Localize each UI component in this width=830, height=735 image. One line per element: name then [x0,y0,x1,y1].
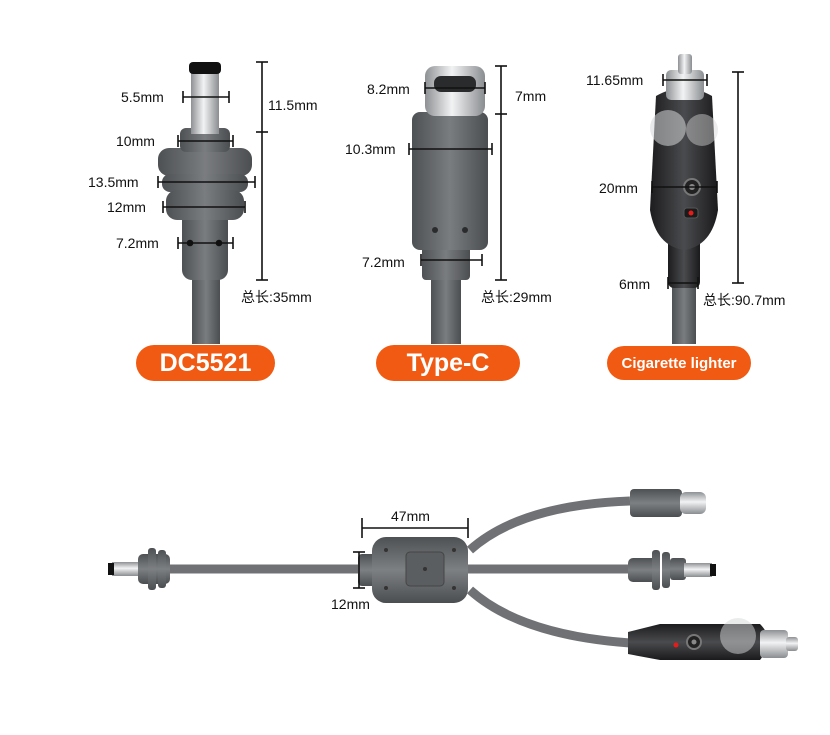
cigarette-body-label: 20mm [599,180,638,196]
dc5521-total-label: 总长:35mm [241,289,312,305]
cigarette-connector-image [650,54,718,344]
typec-body-width-label: 10.3mm [345,141,396,157]
cigarette-cable-label: 6mm [619,276,651,292]
splitter-cable-image [108,489,798,660]
typec-connector-image [412,66,488,344]
dc5521-ring3-label: 12mm [107,199,146,215]
typec-badge: Type-C [376,345,520,381]
dc5521-tip-width-label: 5.5mm [121,89,164,105]
dc5521-ring2-label: 13.5mm [88,174,139,190]
dc5521-neck-label: 7.2mm [116,235,159,251]
dc5521-tip-length-label: 11.5mm [268,97,318,113]
splitter-width-label: 47mm [391,508,430,524]
dc5521-badge: DC5521 [136,345,275,381]
cigarette-tip-label: 11.65mm [586,72,644,88]
typec-plug-length-label: 7mm [515,88,547,104]
dimension-lines [157,61,744,589]
typec-total-label: 总长:29mm [481,289,552,305]
typec-neck-label: 7.2mm [362,254,405,270]
cigarette-total-label: 总长:90.7mm [703,292,786,308]
dc5521-connector-image [158,62,252,344]
cigarette-badge: Cigarette lighter [607,346,751,380]
typec-plug-width-label: 8.2mm [367,81,410,97]
splitter-height-label: 12mm [331,596,370,612]
dc5521-ring1-label: 10mm [116,133,155,149]
